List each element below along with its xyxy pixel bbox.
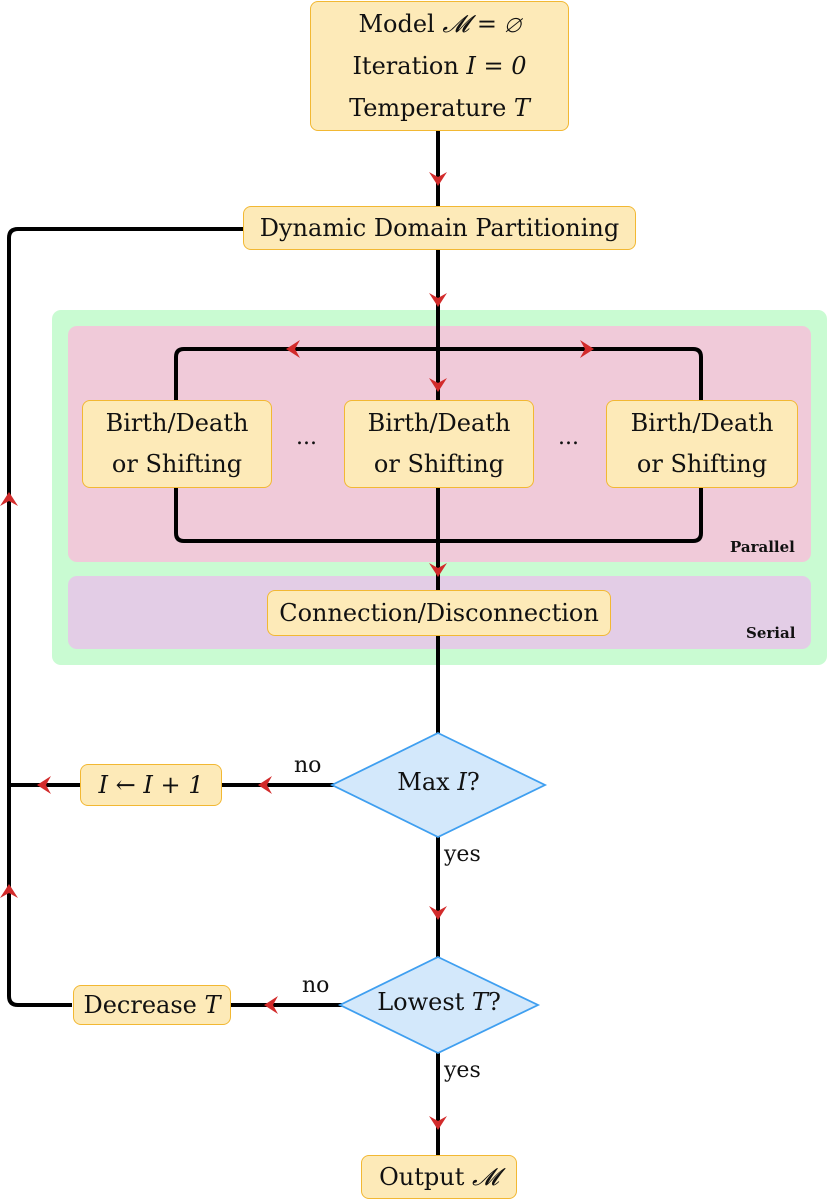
arrow-left-no-iter xyxy=(258,776,272,794)
arrowheads xyxy=(0,172,594,1130)
edge-label-no-temp: no xyxy=(302,973,330,998)
ellipsis-right: ... xyxy=(558,425,579,450)
arrow-down-1 xyxy=(429,172,447,186)
iteration-line: Iteration I = 0 xyxy=(352,45,526,87)
decision-iter-suffix: ? xyxy=(466,768,480,796)
arrow-down-3 xyxy=(429,378,447,392)
worker-2-line1: Birth/Death xyxy=(367,409,511,438)
edge-label-yes-temp: yes xyxy=(444,1058,481,1083)
decrease-line: Decrease T xyxy=(83,984,220,1026)
parallel-loop xyxy=(174,347,703,543)
arrow-up-loop-1 xyxy=(0,492,18,506)
ellipsis-left: ... xyxy=(296,425,317,450)
return-loop xyxy=(7,227,243,1007)
increment-node: I ← I + 1 xyxy=(80,764,222,806)
arrow-right-parallel xyxy=(580,340,594,358)
temperature-math: T xyxy=(513,94,530,122)
arrow-down-6 xyxy=(429,1116,447,1130)
arrow-down-4 xyxy=(429,563,447,577)
arrow-down-2 xyxy=(429,293,447,307)
init-node: Model 𝓜 = ∅ Iteration I = 0 Temperature … xyxy=(310,1,569,131)
worker-3-line1: Birth/Death xyxy=(630,409,774,438)
worker-1-line2: or Shifting xyxy=(111,450,243,478)
decision-iter-math: I xyxy=(457,768,467,796)
connection-node: Connection/Disconnection xyxy=(267,590,611,636)
decision-lowest-temperature-shape xyxy=(337,955,541,1055)
worker-node-2: Birth/Death or Shifting xyxy=(344,400,534,488)
temperature-line: Temperature T xyxy=(349,87,530,129)
decision-temp-suffix: ? xyxy=(487,988,501,1016)
worker-3-line2: or Shifting xyxy=(636,450,768,478)
output-math: 𝓜 xyxy=(471,1163,499,1191)
arrow-left-no-temp xyxy=(264,996,278,1014)
connection-label: Connection/Disconnection xyxy=(279,599,599,627)
output-node: Output 𝓜 xyxy=(361,1155,517,1199)
edge-label-no-iter: no xyxy=(294,753,322,778)
arrow-up-loop-2 xyxy=(0,884,18,898)
output-line: Output 𝓜 xyxy=(379,1156,499,1198)
decision-iter-label: Max xyxy=(397,768,458,796)
decision-max-iteration: Max I? xyxy=(332,768,545,796)
worker-node-1: Birth/Death or Shifting xyxy=(82,400,272,488)
worker-node-3: Birth/Death or Shifting xyxy=(606,400,798,488)
worker-2-line2: or Shifting xyxy=(373,450,505,478)
iteration-label: Iteration xyxy=(352,52,467,80)
arrow-down-5 xyxy=(429,906,447,920)
edge-label-yes-iter: yes xyxy=(444,842,481,867)
model-label: Model xyxy=(358,10,443,38)
parallel-tag: Parallel xyxy=(730,538,795,556)
iteration-math: I = 0 xyxy=(466,52,527,80)
temperature-label: Temperature xyxy=(349,94,514,122)
output-label: Output xyxy=(379,1163,472,1191)
arrow-left-parallel xyxy=(286,340,300,358)
increment-math: I ← I + 1 xyxy=(98,771,204,799)
worker-1-line1: Birth/Death xyxy=(105,409,249,438)
decision-temp-math: T xyxy=(471,988,488,1016)
decrease-label: Decrease xyxy=(83,991,205,1019)
partition-node: Dynamic Domain Partitioning xyxy=(243,206,636,250)
serial-tag: Serial xyxy=(746,624,796,642)
decision-temp-label: Lowest xyxy=(377,988,472,1016)
model-line: Model 𝓜 = ∅ xyxy=(358,3,520,45)
arrow-left-increment xyxy=(37,776,51,794)
decrease-math: T xyxy=(204,991,221,1019)
model-math: 𝓜 = ∅ xyxy=(442,10,521,38)
decrease-node: Decrease T xyxy=(73,985,231,1025)
decision-max-iteration-shape xyxy=(329,731,548,839)
partition-label: Dynamic Domain Partitioning xyxy=(259,214,620,242)
decision-lowest-temperature: Lowest T? xyxy=(340,988,538,1016)
